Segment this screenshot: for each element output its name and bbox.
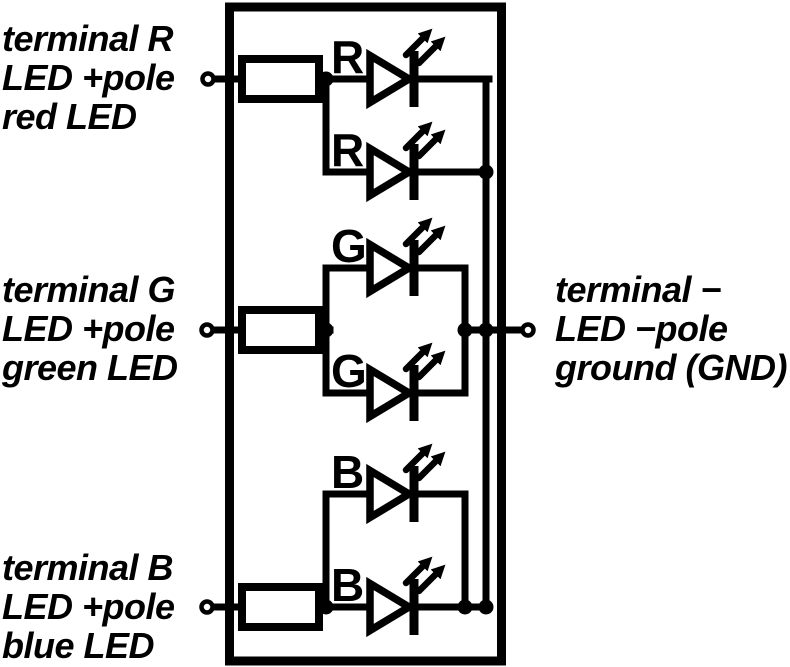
ground-bus <box>461 75 525 611</box>
terminal-r-line-3: red LED <box>2 96 137 137</box>
led-label-g1: G <box>331 220 367 272</box>
terminal-gnd-label: terminal − LED −pole ground (GND) <box>554 269 787 388</box>
junction-dot <box>318 599 334 615</box>
module-outline-box <box>225 2 506 666</box>
resistor-blue <box>238 583 323 631</box>
junction-dot <box>478 599 494 615</box>
terminal-pad-r <box>200 71 216 87</box>
terminal-g-line-1: terminal G <box>2 269 175 310</box>
led-label-g2: G <box>331 345 367 397</box>
junction-dot <box>457 599 473 615</box>
junction-dot <box>318 71 334 87</box>
junction-dot <box>478 322 494 338</box>
red-led-1-icon <box>370 36 438 107</box>
terminal-b-label: terminal B LED +pole blue LED <box>2 547 176 666</box>
terminal-b-line-1: terminal B <box>2 547 173 588</box>
terminal-g-line-3: green LED <box>1 347 178 388</box>
blue-led-branch <box>210 451 490 635</box>
blue-led-1-icon <box>370 451 438 522</box>
junction-dot <box>478 164 494 180</box>
blue-led-2-icon <box>370 564 438 635</box>
resistor-red <box>238 55 323 103</box>
terminal-pad-b <box>199 599 215 615</box>
led-label-b1: B <box>331 446 364 498</box>
red-led-2-icon <box>370 129 438 200</box>
terminal-r-line-2: LED +pole <box>2 57 175 98</box>
junction-dot <box>457 322 473 338</box>
terminal-r-line-1: terminal R <box>2 18 174 59</box>
terminal-gnd-line-1: terminal − <box>555 269 722 310</box>
terminal-gnd-line-3: ground (GND) <box>554 347 787 388</box>
terminal-pad-g <box>199 322 215 338</box>
terminal-g-label: terminal G LED +pole green LED <box>1 269 178 388</box>
green-led-2-icon <box>370 350 438 421</box>
terminal-g-line-2: LED +pole <box>2 308 175 349</box>
terminal-b-line-2: LED +pole <box>2 586 175 627</box>
junction-dot <box>318 322 334 338</box>
led-label-b2: B <box>331 559 364 611</box>
red-led-branch <box>210 36 493 200</box>
led-label-r2: R <box>331 124 364 176</box>
terminal-b-line-3: blue LED <box>2 625 154 666</box>
resistor-green <box>238 306 323 354</box>
green-led-1-icon <box>370 225 438 296</box>
led-label-r1: R <box>331 31 364 83</box>
terminal-r-label: terminal R LED +pole red LED <box>2 18 176 137</box>
terminal-gnd-line-2: LED −pole <box>555 308 728 349</box>
terminal-pad-gnd <box>520 322 536 338</box>
